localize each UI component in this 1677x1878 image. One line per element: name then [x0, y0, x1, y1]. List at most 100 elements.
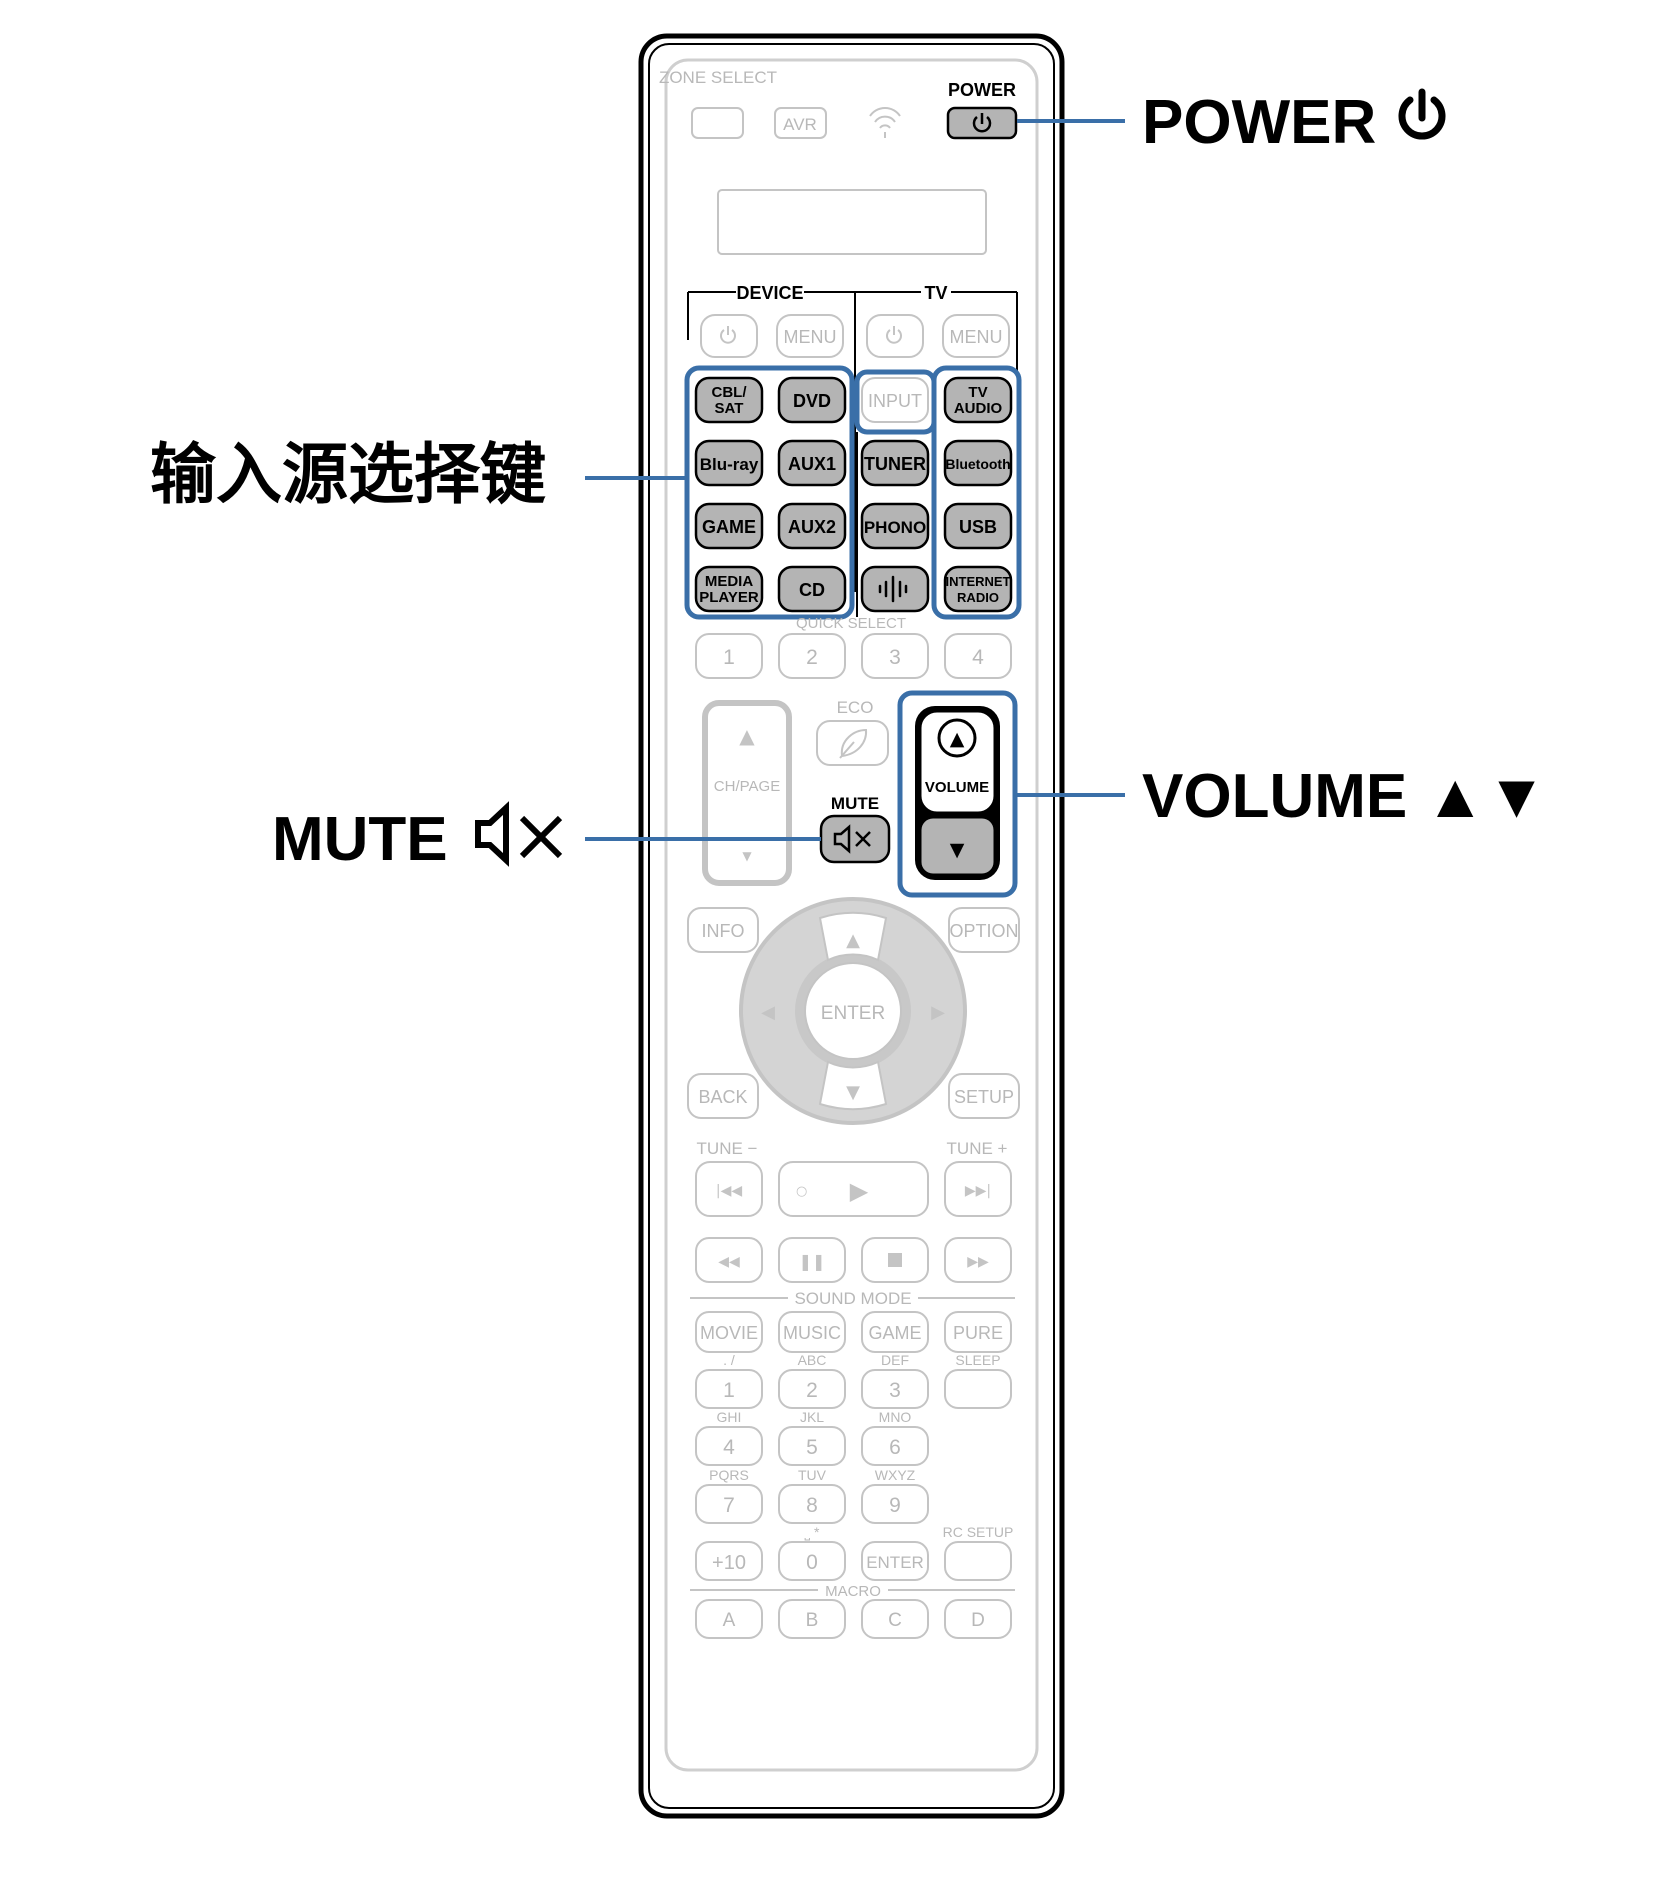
letters-0: ⎵ *: [805, 1524, 820, 1541]
rc-setup-button[interactable]: [944, 1541, 1012, 1581]
option-label: OPTION: [949, 921, 1018, 941]
letters-7: PQRS: [709, 1467, 749, 1483]
media-player-button[interactable]: [694, 565, 764, 613]
plus10-button[interactable]: [695, 1541, 763, 1581]
option-button[interactable]: [948, 907, 1020, 953]
device-menu-button[interactable]: [776, 314, 844, 358]
movie-button[interactable]: [695, 1311, 763, 1353]
pure-button[interactable]: [944, 1311, 1012, 1353]
macro-row: A B C D: [695, 1599, 1012, 1639]
avr-label: AVR: [783, 115, 817, 134]
fast-forward-button[interactable]: [944, 1237, 1012, 1283]
cd-button[interactable]: [777, 565, 847, 613]
quick-select-3-label: 3: [889, 646, 901, 669]
enter-button[interactable]: [804, 962, 902, 1060]
quick-select-1[interactable]: [695, 633, 763, 679]
heos-button[interactable]: [860, 565, 930, 613]
device-power-button[interactable]: [700, 314, 758, 358]
volume-up-button[interactable]: [920, 711, 995, 813]
dvd-button[interactable]: [777, 376, 847, 424]
digit-1-button[interactable]: [695, 1369, 763, 1409]
input-button[interactable]: [861, 377, 929, 423]
bluetooth-button[interactable]: [943, 439, 1013, 487]
quick-select-4-label: 4: [972, 646, 984, 669]
game-button[interactable]: [694, 502, 764, 550]
info-button[interactable]: [687, 907, 759, 953]
macro-a-button[interactable]: [695, 1599, 763, 1639]
play-button[interactable]: [778, 1161, 929, 1217]
mute-speaker-icon: [833, 824, 871, 854]
digit-4-button[interactable]: [695, 1426, 763, 1466]
digit-9-button[interactable]: [861, 1484, 929, 1524]
dpad-up-button[interactable]: [818, 911, 888, 962]
tv-audio-button[interactable]: [943, 376, 1013, 424]
pure-label: PURE: [953, 1323, 1003, 1343]
music-label: MUSIC: [783, 1323, 841, 1343]
letters-8: TUV: [798, 1467, 827, 1483]
skip-forward-button[interactable]: [944, 1161, 1012, 1217]
phono-button[interactable]: [860, 502, 930, 550]
leaf-icon: [839, 728, 868, 759]
zone-select-button[interactable]: [691, 107, 744, 139]
letters-3: DEF: [881, 1352, 909, 1368]
movie-label: MOVIE: [700, 1323, 758, 1343]
aux1-button[interactable]: [777, 439, 847, 487]
mute-callout-label: MUTE: [272, 805, 448, 874]
avr-button[interactable]: [774, 107, 827, 139]
dpad-down-button[interactable]: [818, 1060, 888, 1111]
tune-plus-label: TUNE +: [947, 1139, 1008, 1158]
rewind-button[interactable]: [695, 1237, 763, 1283]
digit-2-button[interactable]: [778, 1369, 846, 1409]
digit-7-button[interactable]: [695, 1484, 763, 1524]
pause-button[interactable]: [778, 1237, 846, 1283]
macro-d-button[interactable]: [944, 1599, 1012, 1639]
input-highlight-left: [684, 365, 855, 620]
tuner-button[interactable]: [860, 439, 930, 487]
internet-radio-label: INTERNET: [946, 574, 1011, 589]
info-label: INFO: [702, 921, 745, 941]
aux2-button[interactable]: [777, 502, 847, 550]
mute-button[interactable]: [819, 814, 891, 864]
tv-menu-button[interactable]: [942, 314, 1010, 358]
digit-6-button[interactable]: [861, 1426, 929, 1466]
cbl-sat-label: CBL/: [712, 384, 748, 401]
setup-button[interactable]: [948, 1073, 1020, 1119]
game-mode-button[interactable]: [861, 1311, 929, 1353]
blu-ray-button[interactable]: [694, 439, 764, 487]
usb-button[interactable]: [943, 502, 1013, 550]
internet-radio-button[interactable]: [943, 565, 1013, 613]
quick-select-4[interactable]: [944, 633, 1012, 679]
internet-radio-label-2: RADIO: [957, 590, 999, 605]
digit-2-label: 2: [806, 1379, 818, 1402]
quick-select-2-label: 2: [806, 646, 818, 669]
sleep-button[interactable]: [944, 1369, 1012, 1409]
digit-0-button[interactable]: [778, 1541, 846, 1581]
heos-icon: [878, 575, 908, 603]
device-power-icon: [720, 326, 736, 344]
volume-down-button[interactable]: [920, 817, 995, 875]
quick-select-2[interactable]: [778, 633, 846, 679]
back-button[interactable]: [687, 1073, 759, 1119]
eco-label: ECO: [837, 698, 874, 717]
skip-back-button[interactable]: [695, 1161, 763, 1217]
dpad-left-arrow[interactable]: ◀: [761, 1002, 775, 1023]
letters-2: ABC: [798, 1352, 827, 1368]
digit-9-label: 9: [889, 1494, 901, 1517]
game-label: GAME: [702, 517, 756, 537]
tv-group-bracket: [855, 291, 1018, 372]
quick-select-3[interactable]: [861, 633, 929, 679]
digit-8-button[interactable]: [778, 1484, 846, 1524]
macro-b-label: B: [806, 1610, 819, 1631]
dpad-right-arrow[interactable]: ▶: [931, 1002, 945, 1023]
macro-b-button[interactable]: [778, 1599, 846, 1639]
digit-5-button[interactable]: [778, 1426, 846, 1466]
digit-3-button[interactable]: [861, 1369, 929, 1409]
letters-1: . /: [723, 1352, 735, 1368]
macro-c-button[interactable]: [861, 1599, 929, 1639]
phono-label: PHONO: [864, 518, 926, 537]
sound-mode-label: SOUND MODE: [794, 1289, 911, 1308]
tv-power-button[interactable]: [866, 314, 924, 358]
numpad-enter-button[interactable]: [861, 1541, 929, 1581]
music-button[interactable]: [778, 1311, 846, 1353]
cbl-sat-button[interactable]: [694, 376, 764, 424]
